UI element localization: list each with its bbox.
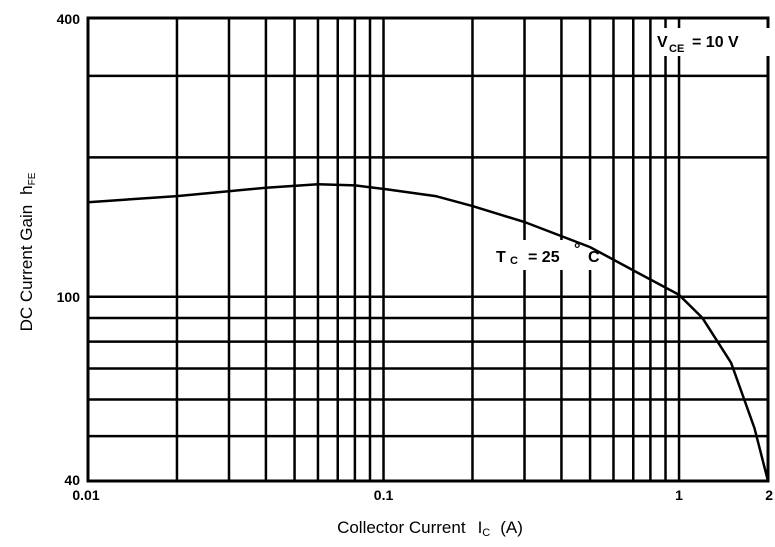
y-tick-labels: 400 100 40	[57, 11, 81, 488]
voltage-annotation: V CE = 10 V	[652, 28, 770, 56]
x-tick-labels: 0.01 0.1 1 2	[72, 487, 773, 503]
hfe-curve	[87, 182, 770, 482]
x-tick-label: 2	[765, 487, 773, 503]
y-gridlines	[88, 74, 768, 438]
y-tick-label: 40	[64, 472, 80, 488]
temperature-annotation-unit: C	[588, 249, 600, 266]
temperature-annotation-subscript: C	[510, 255, 518, 267]
voltage-annotation-subscript: CE	[669, 43, 684, 55]
temperature-annotation-degree: °	[574, 241, 580, 258]
y-tick-label: 400	[57, 11, 81, 27]
x-tick-label: 0.1	[374, 487, 394, 503]
temperature-annotation-symbol: T	[496, 249, 506, 266]
x-tick-label: 1	[675, 487, 683, 503]
y-axis-label: DC Current GainhFE	[17, 172, 38, 331]
voltage-annotation-background	[652, 28, 770, 56]
y-tick-label: 100	[57, 289, 81, 305]
plot-frame	[86, 16, 770, 483]
x-tick-label: 0.01	[72, 487, 99, 503]
voltage-annotation-value: = 10 V	[692, 34, 739, 51]
x-gridlines	[175, 18, 681, 481]
temperature-annotation-value: = 25	[528, 249, 560, 266]
temperature-annotation: T C = 25 ° C	[486, 240, 610, 270]
voltage-annotation-symbol: V	[657, 34, 668, 51]
temperature-annotation-background	[486, 240, 610, 270]
